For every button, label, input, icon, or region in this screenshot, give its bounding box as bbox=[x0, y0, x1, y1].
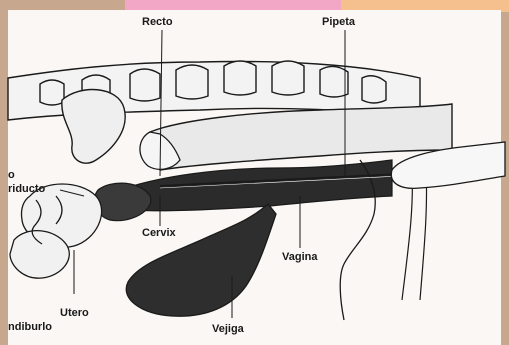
label-recto: Recto bbox=[142, 17, 173, 28]
uterus-and-oviduct bbox=[10, 184, 102, 278]
label-cervix: Cervix bbox=[142, 228, 176, 239]
label-pipeta: Pipeta bbox=[322, 17, 355, 28]
bladder bbox=[126, 204, 276, 316]
pelvis-bone bbox=[62, 90, 125, 164]
label-utero: Utero bbox=[60, 308, 89, 319]
cervix-region bbox=[94, 183, 150, 221]
label-oviducto: o riducto bbox=[8, 168, 45, 196]
label-vagina: Vagina bbox=[282, 252, 317, 263]
label-vejiga: Vejiga bbox=[212, 324, 244, 335]
label-infundibulo: ndiburlo bbox=[8, 322, 52, 333]
